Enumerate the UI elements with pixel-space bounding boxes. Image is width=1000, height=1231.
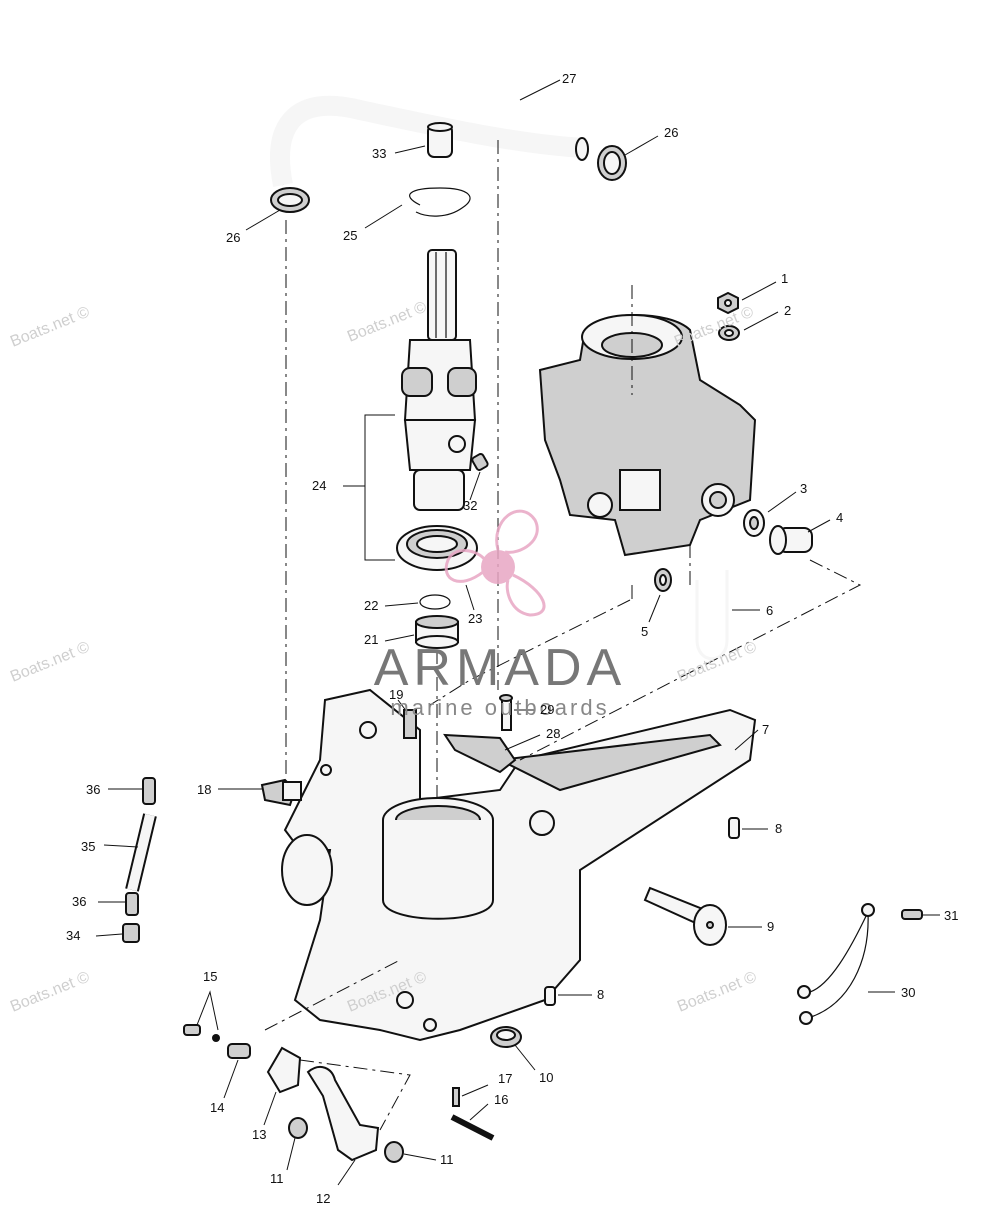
pin-part-8-upper[interactable] xyxy=(728,817,740,839)
callout-18[interactable]: 18 xyxy=(197,782,212,797)
cotter-pin-part-17[interactable] xyxy=(452,1087,460,1107)
callout-15[interactable]: 15 xyxy=(203,969,218,984)
hose-clamp-part-26-top[interactable] xyxy=(597,145,627,181)
pin-part-4[interactable] xyxy=(769,525,813,555)
callout-28[interactable]: 28 xyxy=(546,726,561,741)
callout-5[interactable]: 5 xyxy=(641,624,649,639)
callout-16[interactable]: 16 xyxy=(494,1092,509,1107)
fitting-part-19[interactable] xyxy=(403,709,417,739)
hose-part-27[interactable] xyxy=(270,95,589,187)
bushing-part-10[interactable] xyxy=(490,1026,522,1048)
bushing-part-11-left[interactable] xyxy=(288,1117,308,1139)
callout-14[interactable]: 14 xyxy=(210,1100,225,1115)
swivel-housing-casting[interactable] xyxy=(538,314,757,557)
washer-part-3[interactable] xyxy=(743,509,765,537)
callout-17[interactable]: 17 xyxy=(498,1071,513,1086)
callout-4[interactable]: 4 xyxy=(836,510,844,525)
snap-ring-part-25[interactable] xyxy=(409,187,471,217)
bolt-part-14[interactable] xyxy=(227,1043,251,1059)
pivot-pin-part-9[interactable] xyxy=(643,886,727,946)
callout-29[interactable]: 29 xyxy=(540,702,555,717)
bushing-part-21[interactable] xyxy=(415,615,459,649)
washer-part-5[interactable] xyxy=(654,568,672,592)
callout-32[interactable]: 32 xyxy=(463,498,478,513)
u-bolt-part-6[interactable] xyxy=(695,570,729,661)
cap-part-33[interactable] xyxy=(427,122,453,158)
callout-31[interactable]: 31 xyxy=(944,908,959,923)
o-ring-part-22[interactable] xyxy=(419,594,451,610)
bracket-part-13[interactable] xyxy=(266,1046,302,1094)
shift-lever-part-12[interactable] xyxy=(306,1065,380,1162)
universal-joint-part-24[interactable] xyxy=(401,249,477,511)
bushing-part-11-right[interactable] xyxy=(384,1141,404,1163)
transom-bracket-housing[interactable] xyxy=(281,688,757,1042)
callout-36-bottom[interactable]: 36 xyxy=(72,894,87,909)
callout-22[interactable]: 22 xyxy=(364,598,379,613)
armada-logo-icon xyxy=(444,509,546,617)
callout-30[interactable]: 30 xyxy=(901,985,916,1000)
callout-26-right[interactable]: 26 xyxy=(664,125,679,140)
washer-part-2[interactable] xyxy=(718,325,740,341)
callout-33[interactable]: 33 xyxy=(372,146,387,161)
callout-7[interactable]: 7 xyxy=(762,722,770,737)
callout-2[interactable]: 2 xyxy=(784,303,792,318)
pin-part-8-lower[interactable] xyxy=(544,986,556,1006)
clamp-part-28[interactable] xyxy=(443,733,517,774)
fitting-part-36-top[interactable] xyxy=(142,777,156,805)
callout-11-right[interactable]: 11 xyxy=(440,1152,454,1167)
assembly-lines xyxy=(264,140,862,1131)
callout-26-left[interactable]: 26 xyxy=(226,230,241,245)
screw-part-31[interactable] xyxy=(901,909,923,920)
nut-part-34[interactable] xyxy=(122,923,140,943)
callout-27[interactable]: 27 xyxy=(562,71,577,86)
callout-8-upper[interactable]: 8 xyxy=(775,821,783,836)
leader-lines xyxy=(95,79,940,1186)
callout-10[interactable]: 10 xyxy=(539,1070,554,1085)
hose-clamp-part-26-left[interactable] xyxy=(270,187,310,213)
callout-36-top[interactable]: 36 xyxy=(86,782,101,797)
callout-21[interactable]: 21 xyxy=(364,632,379,647)
callout-3[interactable]: 3 xyxy=(800,481,808,496)
callout-19[interactable]: 19 xyxy=(389,687,404,702)
hose-part-35[interactable] xyxy=(125,813,157,892)
brand-watermark: ARMADA marine outboards xyxy=(345,640,655,720)
callout-8-lower[interactable]: 8 xyxy=(597,987,605,1002)
set-screw-part-32[interactable] xyxy=(471,453,489,471)
nut-part-1[interactable] xyxy=(717,291,739,315)
brand-name: ARMADA xyxy=(373,639,627,697)
elbow-fitting-part-18[interactable] xyxy=(260,778,302,807)
callout-24[interactable]: 24 xyxy=(312,478,327,493)
callout-12[interactable]: 12 xyxy=(316,1191,331,1206)
bolt-part-29[interactable] xyxy=(499,694,513,731)
callout-1[interactable]: 1 xyxy=(781,271,789,286)
brand-subtitle: marine outboards xyxy=(390,695,610,720)
callout-13[interactable]: 13 xyxy=(252,1127,267,1142)
pin-part-16[interactable] xyxy=(450,1114,495,1141)
bearing-part[interactable] xyxy=(396,525,478,571)
callout-11-left[interactable]: 11 xyxy=(270,1171,284,1186)
callout-35[interactable]: 35 xyxy=(81,839,96,854)
callout-34[interactable]: 34 xyxy=(66,928,81,943)
callout-9[interactable]: 9 xyxy=(767,919,775,934)
callout-25[interactable]: 25 xyxy=(343,228,358,243)
fitting-part-36-bottom[interactable] xyxy=(125,892,139,916)
screw-part-15[interactable] xyxy=(183,1024,220,1042)
callout-6[interactable]: 6 xyxy=(766,603,774,618)
ground-strap-part-30[interactable] xyxy=(797,903,875,1025)
callout-23[interactable]: 23 xyxy=(468,611,483,626)
